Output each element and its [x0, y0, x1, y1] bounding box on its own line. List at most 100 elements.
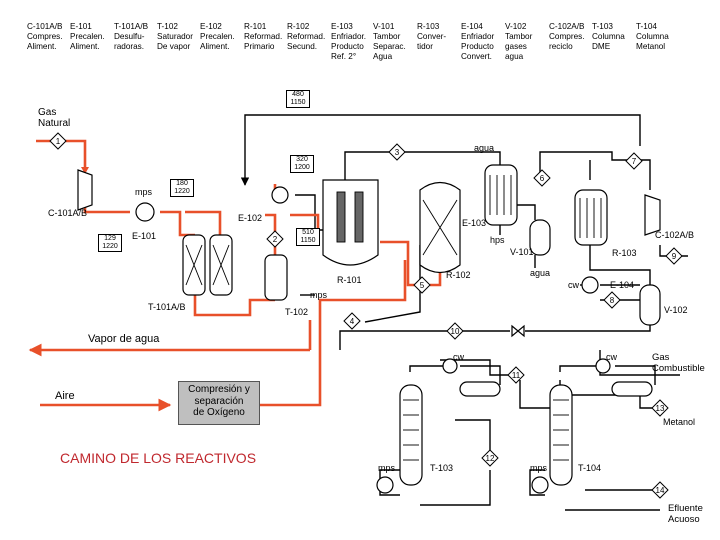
legend-entry-t-104: T-104 Columna Metanol: [636, 22, 669, 51]
legend-entry-r-102: R-102 Reformad. Secund.: [287, 22, 326, 51]
label-mps-2: mps: [310, 290, 328, 300]
label-e102: E-102: [238, 213, 263, 223]
legend-entry-v-101: V-101 Tambor Separac. Agua: [373, 22, 406, 61]
stream-marker-3: 3: [388, 143, 406, 161]
label-mps-4: mps: [530, 463, 548, 473]
converter-r103: [574, 189, 608, 246]
stream-marker-8: 8: [603, 291, 621, 309]
label-e103: E-103: [462, 218, 487, 228]
label-agua-top: agua: [474, 143, 495, 153]
stream-number-8: 8: [610, 296, 615, 305]
legend-entry-t-102: T-102 Saturador De vapor: [157, 22, 193, 51]
stream-marker-11: 11: [507, 366, 525, 384]
stream-number-4: 4: [350, 317, 355, 326]
tp-tag-320: 320 1200: [290, 155, 314, 173]
compressor-c101: [77, 169, 93, 211]
legend-entry-v-102: V-102 Tambor gases agua: [505, 22, 533, 61]
label-gas-combustible: Gas Combustible: [652, 352, 705, 374]
tp-tag-180: 180 1220: [170, 179, 194, 197]
legend-entry-t-103: T-103 Columna DME: [592, 22, 625, 51]
legend-entry-e-102: E-102 Precalen. Aliment.: [200, 22, 235, 51]
control-valve: [511, 324, 525, 338]
stream-number-6: 6: [540, 174, 545, 183]
legend-entry-e-101: E-101 Precalen. Aliment.: [70, 22, 105, 51]
label-cw-3: cw: [606, 352, 617, 362]
stream-number-9: 9: [672, 252, 677, 261]
tp-tag-129: 129 1220: [98, 234, 122, 252]
label-r102: R-102: [446, 270, 471, 280]
label-c101: C-101A/B: [48, 208, 88, 218]
label-e101: E-101: [132, 231, 157, 241]
stream-marker-9: 9: [665, 247, 683, 265]
stream-marker-7: 7: [625, 152, 643, 170]
label-cw-2: cw: [453, 352, 464, 362]
stream-number-10: 10: [451, 327, 460, 336]
stream-number-1: 1: [56, 137, 61, 146]
stream-marker-10: 10: [446, 322, 464, 340]
label-vapor-agua: Vapor de agua: [88, 333, 160, 345]
reboiler-t103: [376, 476, 394, 494]
reflux-drum-t104: [611, 381, 653, 397]
label-r103: R-103: [612, 248, 637, 258]
exchanger-e102: [271, 186, 289, 204]
stream-marker-5: 5: [413, 276, 431, 294]
label-t101: T-101A/B: [148, 302, 186, 312]
equipment-internals: [185, 175, 602, 461]
reflux-drum-t103: [459, 381, 501, 397]
legend-entry-t-101a-b: T-101A/B Desulfu- radoras.: [114, 22, 149, 51]
legend-entry-e-104: E-104 Enfriador Producto Convert.: [461, 22, 495, 61]
equipment: [77, 164, 661, 494]
condenser-t103: [442, 358, 458, 374]
label-mps-3: mps: [378, 463, 396, 473]
stream-number-11: 11: [512, 371, 521, 380]
label-mps-1: mps: [135, 187, 153, 197]
stream-number-13: 13: [656, 404, 665, 413]
label-v102: V-102: [664, 305, 688, 315]
drum-v102: [639, 284, 661, 326]
legend-entry-r-101: R-101 Reformad. Primario: [244, 22, 283, 51]
label-efluente: Efluente Acuoso: [668, 503, 703, 525]
tp-tag-510: 510 1150: [296, 228, 320, 246]
label-e104: E-104: [610, 280, 635, 290]
label-metanol: Metanol: [663, 417, 696, 427]
oxygen-separation-box: Compresión y separación de Oxígeno: [178, 381, 260, 425]
diagram-caption: CAMINO DE LOS REACTIVOS: [60, 450, 257, 466]
label-aire: Aire: [55, 390, 75, 402]
label-cw-1: cw: [568, 280, 579, 290]
stream-marker-13: 13: [651, 399, 669, 417]
reformer-r101: [322, 179, 379, 266]
drum-v101: [529, 219, 551, 256]
exchanger-e101: [135, 202, 155, 222]
stream-number-12: 12: [486, 454, 495, 463]
stream-marker-4: 4: [343, 312, 361, 330]
cooler-e103: [484, 164, 518, 226]
label-gas-natural: Gas Natural: [38, 107, 71, 129]
condenser-t104: [595, 358, 611, 374]
stream-number-5: 5: [420, 281, 425, 290]
label-hps: hps: [490, 235, 505, 245]
stream-marker-1: 1: [49, 132, 67, 150]
stream-marker-12: 12: [481, 449, 499, 467]
label-r101: R-101: [337, 275, 362, 285]
stream-number-7: 7: [632, 157, 637, 166]
stream-marker-6: 6: [533, 169, 551, 187]
stream-number-14: 14: [656, 486, 665, 495]
label-c102: C-102A/B: [655, 230, 695, 240]
reboiler-t104: [531, 476, 549, 494]
label-t104: T-104: [578, 463, 602, 473]
stream-marker-14: 14: [651, 481, 669, 499]
legend-entry-e-103: E-103 Enfriador. Producto Ref. 2°: [331, 22, 367, 61]
legend-entry-r-103: R-103 Conver- tidor: [417, 22, 447, 51]
legend-entry-c-101a-b: C-101A/B Compres. Aliment.: [27, 22, 63, 51]
saturator-t102: [264, 254, 288, 301]
label-agua-v101: agua: [530, 268, 551, 278]
label-t103: T-103: [430, 463, 454, 473]
stream-number-3: 3: [395, 148, 400, 157]
label-t102: T-102: [285, 307, 309, 317]
stream-number-2: 2: [273, 235, 278, 244]
process-lines: [240, 114, 688, 511]
stream-marker-2: 2: [266, 230, 284, 248]
